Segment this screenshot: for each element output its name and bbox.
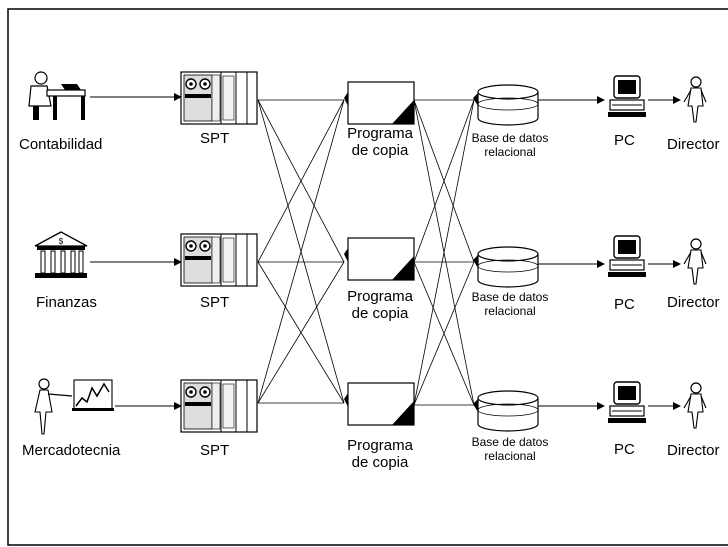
database-label-line2: relacional (460, 450, 560, 464)
spt-label: SPT (200, 442, 229, 459)
copy-program-icon (344, 82, 414, 124)
program-label-line1: Programa (339, 125, 421, 142)
copy-program-icon (344, 238, 414, 280)
pc-icon (608, 382, 646, 423)
program-label: Programa de copia (339, 437, 421, 472)
pc-label: PC (614, 132, 635, 149)
spt-device-icon (181, 72, 257, 124)
department-label-finanzas: Finanzas (36, 294, 97, 311)
spt-label: SPT (200, 130, 229, 147)
pc-icon (608, 76, 646, 117)
spt-device-icon (181, 234, 257, 286)
pc-label: PC (614, 441, 635, 458)
database-label: Base de datos relacional (460, 291, 560, 319)
director-label: Director (667, 136, 720, 153)
director-icon (684, 239, 706, 284)
department-label-mercadotecnia: Mercadotecnia (22, 442, 120, 459)
svg-text:$: $ (59, 237, 64, 246)
director-icon (684, 383, 706, 428)
program-label-line1: Programa (339, 437, 421, 454)
database-icon (473, 85, 538, 125)
copy-program-icon (344, 383, 414, 425)
accountant-icon (29, 72, 85, 120)
database-label-line1: Base de datos (460, 132, 560, 146)
department-label-contabilidad: Contabilidad (19, 136, 102, 153)
pc-label: PC (614, 296, 635, 313)
database-label: Base de datos relacional (460, 436, 560, 464)
spt-device-icon (181, 380, 257, 432)
database-label-line2: relacional (460, 305, 560, 319)
program-label-line2: de copia (339, 454, 421, 471)
program-label: Programa de copia (339, 125, 421, 160)
presenter-icon (35, 379, 114, 434)
database-label-line2: relacional (460, 146, 560, 160)
bank-icon: $ (35, 232, 87, 278)
program-label: Programa de copia (339, 288, 421, 323)
program-label-line1: Programa (339, 288, 421, 305)
database-icon (473, 391, 538, 431)
director-icon (684, 77, 706, 122)
database-icon (473, 247, 538, 287)
database-label: Base de datos relacional (460, 132, 560, 160)
database-label-line1: Base de datos (460, 291, 560, 305)
program-label-line2: de copia (339, 142, 421, 159)
database-label-line1: Base de datos (460, 436, 560, 450)
director-label: Director (667, 294, 720, 311)
director-label: Director (667, 442, 720, 459)
spt-label: SPT (200, 294, 229, 311)
program-label-line2: de copia (339, 305, 421, 322)
pc-icon (608, 236, 646, 277)
